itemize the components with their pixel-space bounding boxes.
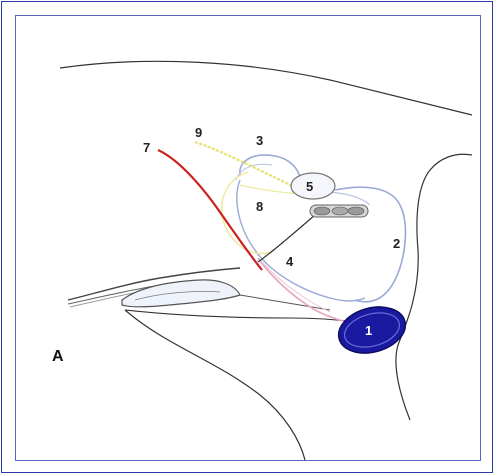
upper-contour — [60, 61, 472, 115]
label-5: 5 — [306, 179, 313, 194]
label-9: 9 — [195, 125, 202, 140]
floor-line-2 — [240, 295, 330, 310]
duct-loop-3 — [240, 155, 300, 185]
label-2: 2 — [393, 236, 400, 251]
label-3: 3 — [256, 133, 263, 148]
yellow-nerve-branch — [240, 185, 298, 194]
pink-nerve — [258, 258, 358, 325]
posterior-contour — [396, 154, 472, 420]
palate-structure — [122, 280, 240, 307]
panel-label: A — [52, 348, 64, 365]
yellow-nerve-loop — [222, 172, 275, 253]
label-4: 4 — [286, 254, 294, 269]
label-1: 1 — [365, 323, 372, 338]
label-7: 7 — [143, 140, 150, 155]
gray-structure — [310, 205, 368, 217]
lower-contour — [125, 310, 305, 460]
label-8: 8 — [256, 199, 263, 214]
